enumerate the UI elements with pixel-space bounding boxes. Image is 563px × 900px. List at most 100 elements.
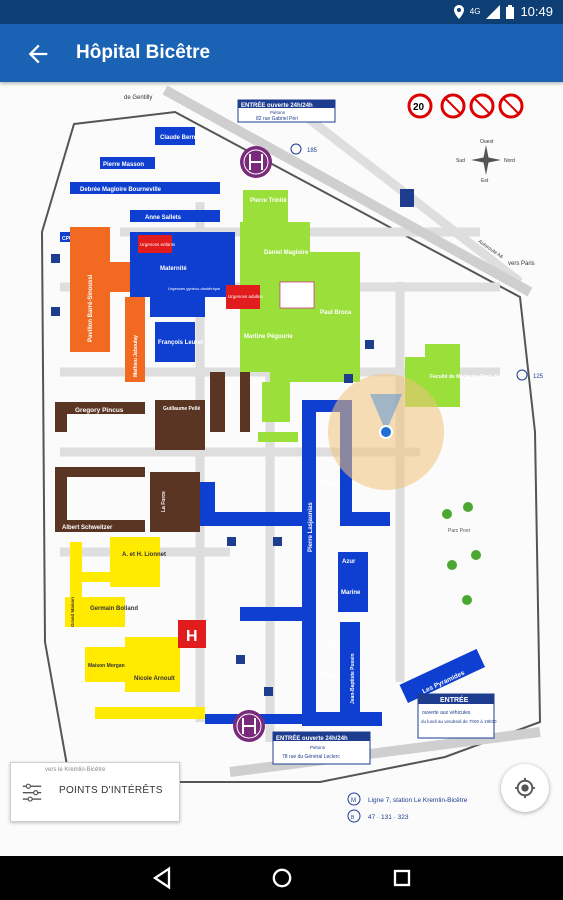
label-albert-schweitzer: Albert Schweitzer [62, 525, 113, 531]
urgences-enfants-box [138, 235, 172, 253]
label-nicole-arnoult: Nicole Arnoult [134, 676, 175, 682]
parking-markers [51, 189, 414, 696]
label-a-h-lionnet: A. et H. Lionnet [122, 552, 166, 558]
label-martine-pegourie: Martine Pégourie [244, 334, 293, 340]
label-guillaume: Guillaume Pellé [163, 406, 200, 412]
label-urgences-enfants: Urgences enfants [140, 242, 176, 247]
park-trees [442, 502, 481, 605]
label-marguerite: Debrée Magloire Bourneville [80, 187, 162, 193]
svg-text:Sud: Sud [456, 158, 465, 164]
label-daniel-magloire: Daniel Magloire [264, 250, 309, 256]
svg-text:185: 185 [307, 148, 318, 154]
bus-label: 47 · 131 · 323 [368, 814, 409, 821]
svg-text:B: B [351, 815, 355, 821]
label-cour: Cour [322, 458, 337, 464]
label-urgences-gyn: Urgences gynéco-obstétrique [168, 286, 221, 291]
label-azur: Azur [342, 559, 356, 565]
label-la-force: La Force [161, 491, 167, 512]
location-pin-icon [453, 4, 464, 19]
label-claude-bernard: Claude Bernard [160, 135, 205, 141]
svg-text:125: 125 [533, 374, 544, 380]
entrance-top-address: 82 rue Gabriel Péri [256, 116, 298, 122]
bus-stop-125[interactable]: 125 [516, 369, 544, 381]
label-pierre-lasjaunias: Pierre Lasjaunias [308, 502, 314, 552]
entrance-bottom-subtitle: Piétons [310, 745, 326, 750]
my-location-button[interactable] [501, 764, 549, 812]
my-location-icon [514, 777, 536, 799]
helipad [178, 620, 206, 648]
signal-icon [486, 4, 501, 19]
compass-rose: Ouest Nord Sud Est [456, 139, 515, 184]
les-pyramides-building [399, 648, 486, 703]
label-parc: Parc Poor [448, 528, 471, 534]
network-label: 4G [469, 7, 481, 16]
transit-legend: M Ligne 7, station Le Kremlin-Bicêtre B … [347, 792, 468, 823]
label-francois-leuret: François Leuret [158, 340, 203, 346]
street-label-paris: vers Paris [508, 261, 535, 267]
label-pierre-masson: Pierre Masson [103, 162, 144, 168]
entrance-bottom-title: ENTRÉE ouverte 24h/24h [276, 734, 348, 742]
street-label-gentilly: de Gentilly [124, 95, 152, 101]
battery-icon [506, 4, 515, 19]
map-canvas[interactable]: de Gentilly vers Paris Autoroute A6 Pier… [0, 82, 563, 856]
label-gregory-pincus: Gregory Pincus [75, 407, 124, 414]
entrance-vehicles-address: du lundi au vendredi de 7h00 à 19h00 [421, 719, 497, 724]
helipad-label: H [186, 628, 198, 645]
entrance-vehicles-subtitle: ouverte aux véhicules [422, 710, 471, 716]
system-nav-bar [0, 856, 563, 900]
nav-home-icon[interactable] [268, 864, 296, 892]
label-la-borde: La Borde [228, 380, 234, 402]
entrance-bottom-address: 78 rue du Général Leclerc [282, 754, 340, 760]
label-anne-sallets: Anne Sallets [145, 215, 182, 221]
entrance-top-subtitle: Piétons [270, 110, 286, 115]
purple-entrance-icon-bottom[interactable] [233, 710, 265, 742]
status-bar: 4G 10:49 [0, 0, 563, 24]
label-cpuo: CPUO [62, 236, 77, 242]
label-siberie-2: Sibérie [320, 673, 341, 679]
label-urgences-adultes: Urgences adultes [228, 294, 264, 299]
bus-stop-185[interactable]: 185 [290, 143, 318, 155]
purple-entrance-icon-top[interactable] [240, 146, 272, 178]
label-siberie: Sibérie [320, 481, 341, 487]
brown-zone [55, 372, 250, 532]
label-maison-morgan: Maison Morgan [88, 663, 125, 669]
yellow-zone [65, 537, 205, 719]
location-heading [370, 394, 402, 432]
nav-recents-icon[interactable] [388, 864, 416, 892]
poi-label: POINTS D'INTÉRÊTS [59, 785, 163, 796]
page-title: Hôpital Bicêtre [76, 42, 211, 63]
label-jean-baptiste: Jean-Baptiste Pussin [350, 653, 356, 704]
hospital-map[interactable]: de Gentilly vers Paris Autoroute A6 Pier… [0, 82, 563, 856]
clock: 10:49 [520, 4, 553, 19]
label-marine: Marine [341, 590, 361, 596]
label-grand-maison: Grand Maison [70, 597, 75, 627]
label-faculte: Faculté de Médecine Paris-Sud [430, 374, 504, 380]
label-maternite: Maternité [160, 266, 187, 272]
restriction-signs: 20 [407, 93, 524, 119]
back-arrow-icon[interactable] [24, 40, 52, 68]
metro-label: Ligne 7, station Le Kremlin-Bicêtre [368, 797, 468, 804]
urgences-adultes-box [226, 285, 260, 309]
app-bar: Hôpital Bicêtre [0, 24, 563, 82]
street-bottom [229, 727, 541, 777]
points-of-interest-button[interactable]: vers le Kremlin-Bicêtre POINTS D'INTÉRÊT… [10, 762, 180, 822]
label-paul-broca: Paul Broca [320, 310, 352, 316]
svg-text:20: 20 [413, 102, 425, 113]
svg-text:M: M [351, 798, 356, 804]
user-location-dot [379, 425, 393, 439]
filter-icon [22, 783, 42, 802]
entrance-top-title: ENTRÉE ouverte 24h/24h [241, 101, 313, 109]
entrance-vehicles-title: ENTRÉE [440, 695, 469, 704]
label-pierre-trinite: Pierre Trinité [250, 198, 287, 204]
nav-back-icon[interactable] [148, 864, 176, 892]
label-mathieu-jaboulay: Mathieu Jaboulay [133, 335, 139, 377]
orange-zone [70, 227, 145, 382]
svg-text:Nord: Nord [504, 158, 515, 164]
label-barre: Pavillon Barré-Sinoussi [88, 274, 94, 342]
svg-text:Ouest: Ouest [480, 139, 494, 145]
svg-text:Est: Est [481, 178, 489, 184]
poi-hint: vers le Kremlin-Bicêtre [45, 767, 106, 773]
street-top [162, 85, 533, 297]
label-germain: Germain Bolland [90, 606, 138, 612]
label-cour-2: Cour [322, 643, 337, 649]
